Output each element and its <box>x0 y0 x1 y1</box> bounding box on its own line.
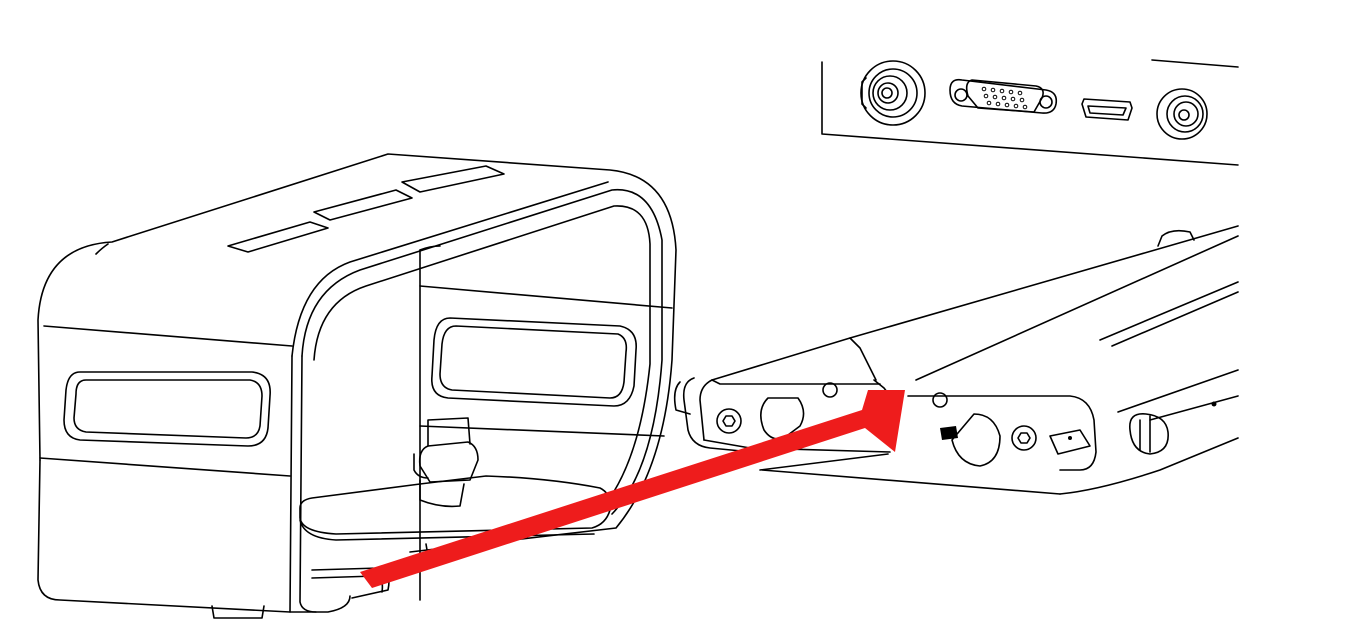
bnc-connector-icon <box>860 60 926 126</box>
bnc-connector-icon <box>1156 88 1208 140</box>
vga-connector-icon <box>949 78 1058 114</box>
device-rear-panel <box>821 59 1239 166</box>
hdmi-connector-icon <box>1081 98 1133 121</box>
slide-direction-arrow <box>360 390 905 588</box>
u-shaped-mount-bracket <box>37 153 677 619</box>
